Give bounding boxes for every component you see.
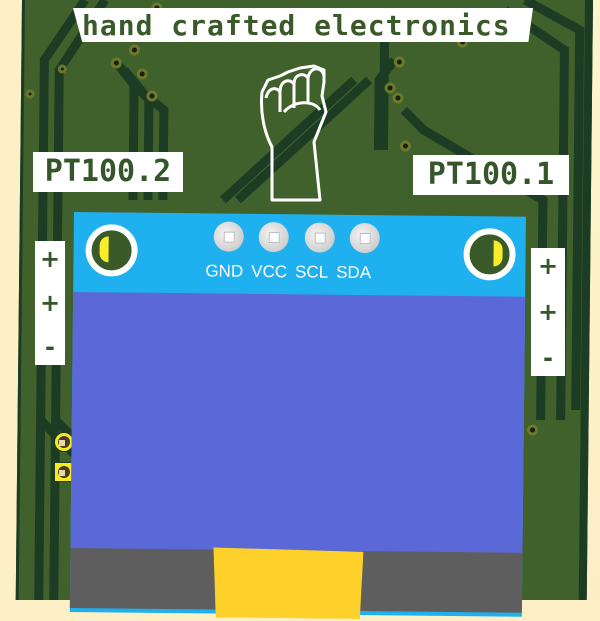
- pin-label-gnd: GND: [205, 261, 244, 281]
- oled-display-module: GND VCC SCL SDA: [69, 212, 526, 619]
- pin-pad-gnd: [213, 221, 244, 252]
- oled-screen: [70, 291, 526, 557]
- pin-plus-2: +: [537, 298, 559, 326]
- sensor-label-pt100-1: PT100.1: [413, 155, 569, 195]
- silkscreen-banner: [73, 8, 533, 42]
- pin-plus-1: +: [537, 252, 559, 280]
- pin-pad-scl: [304, 222, 335, 253]
- flex-cable: [213, 547, 364, 619]
- right-terminal-pins: + + -: [531, 248, 565, 376]
- pin-minus: -: [543, 344, 553, 372]
- raised-fist-icon: [260, 64, 328, 202]
- mounting-hole-right: [463, 228, 516, 281]
- banner-text: hand crafted electronics: [82, 9, 511, 42]
- pin-minus: -: [45, 333, 55, 361]
- pin-pad-sda: [349, 222, 380, 254]
- through-hole-pad-square: [54, 462, 74, 482]
- pin-label-vcc: VCC: [251, 261, 288, 282]
- pin-label-sda: SDA: [336, 262, 372, 283]
- pin-pad-vcc: [258, 221, 289, 253]
- left-terminal-pins: + + -: [35, 241, 65, 365]
- oled-pin-labels: GND VCC SCL SDA: [205, 261, 371, 283]
- sensor-label-pt100-2: PT100.2: [33, 152, 183, 192]
- pin-plus-1: +: [39, 245, 61, 273]
- mounting-hole-left: [85, 224, 138, 277]
- pin-plus-2: +: [39, 289, 61, 317]
- pin-label-scl: SCL: [294, 262, 329, 282]
